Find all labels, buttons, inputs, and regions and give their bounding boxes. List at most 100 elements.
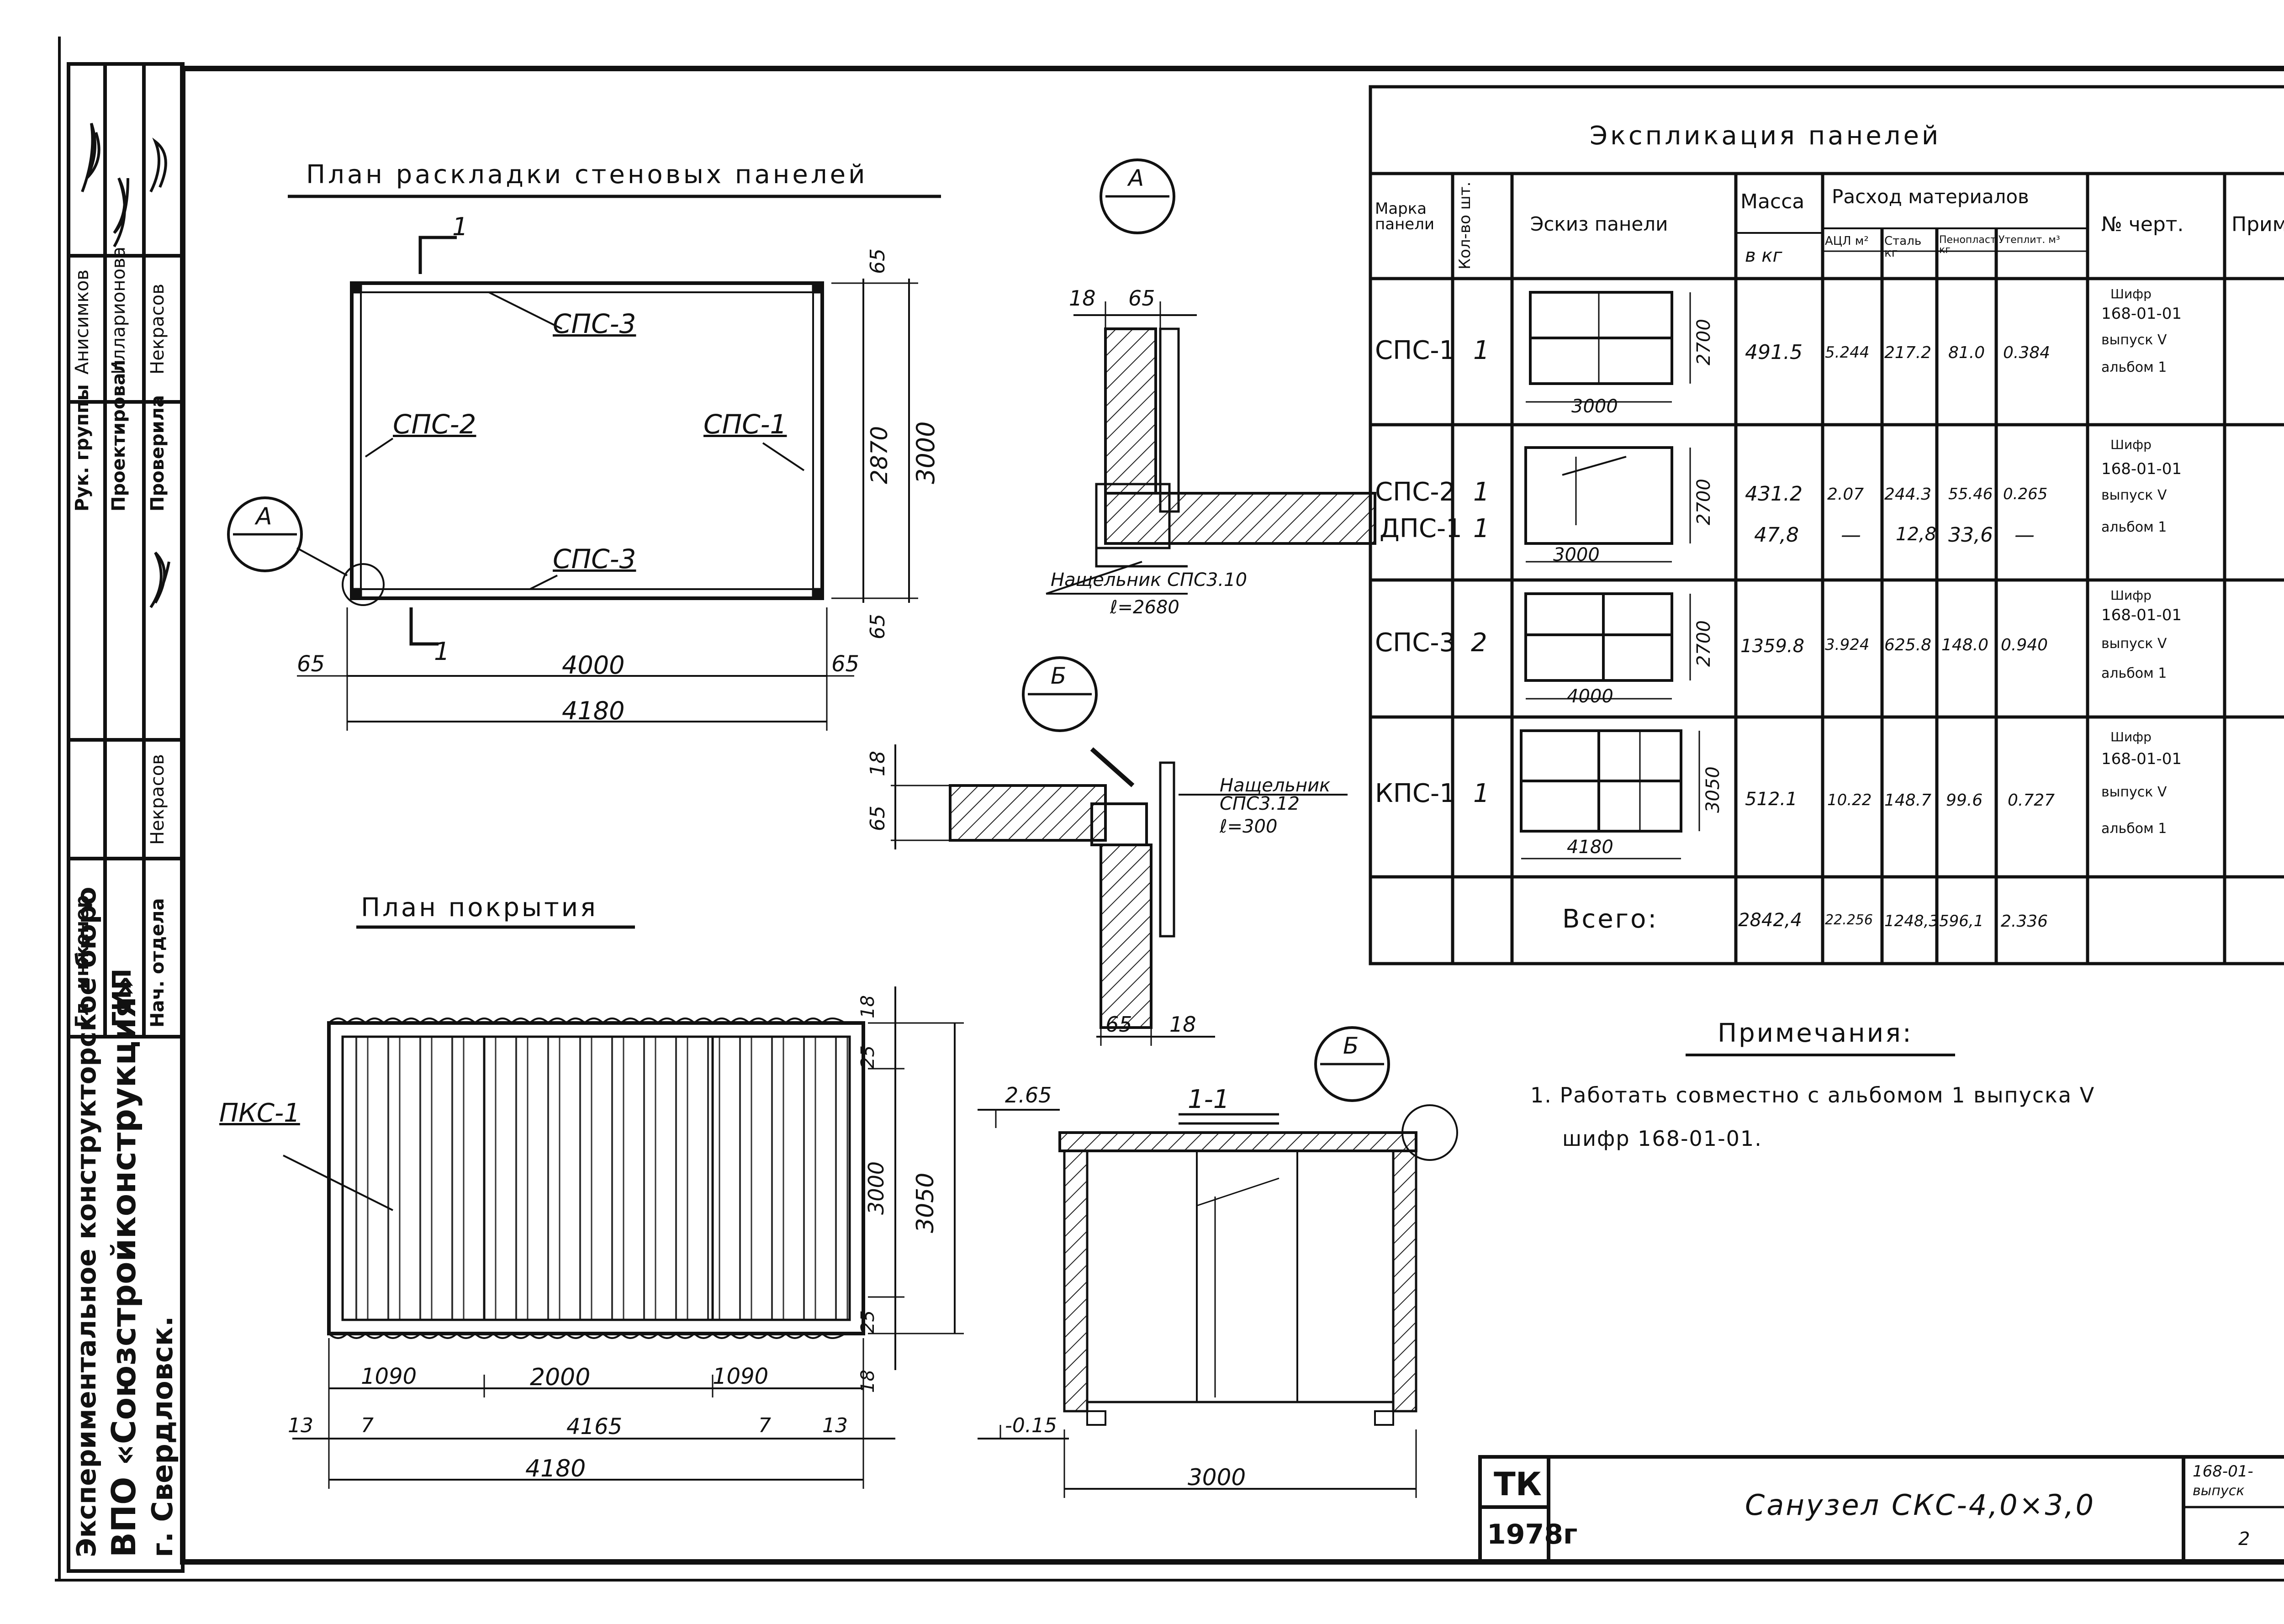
th-foam: Пенопласт кг (1939, 234, 1996, 256)
row2-mark-0: СПС-2 (1375, 477, 1456, 507)
node-b-dim-18-bottom: 18 (1169, 1012, 1196, 1037)
stamp-role-4: ГИП (107, 968, 137, 1028)
total-c4: 2.336 (2001, 912, 2048, 931)
node-a-note: Нащельник СПС3.10 (1051, 569, 1248, 591)
tb-code: 168-01- (2193, 1462, 2253, 1481)
row2-c1-0: 2.07 (1827, 485, 1864, 504)
row2-c3-1: 33,6 (1948, 523, 1993, 547)
tb-year: 1978г (1487, 1519, 1578, 1550)
stamp-role-5: Нач. отдела (147, 898, 168, 1028)
row4-sketch-h: 3050 (1702, 766, 1724, 813)
stamp-name-5: Некрасов (147, 754, 168, 845)
roof-dim-7-left: 7 (361, 1414, 374, 1437)
roof-dim-4165: 4165 (566, 1414, 623, 1439)
section-dim-width: 3000 (1188, 1464, 1246, 1491)
roof-dim-1090-left: 1090 (361, 1364, 417, 1389)
left-stamp (67, 62, 185, 1573)
row3-mark: СПС-3 (1375, 628, 1456, 658)
row3-mass: 1359.8 (1740, 636, 1804, 657)
stamp-org-line3: г. Свердловск. (146, 1316, 179, 1557)
th-materials: Расход материалов (1832, 185, 2029, 208)
panel-label-sps1: СПС-1 (703, 409, 787, 440)
dim-top-65: 65 (866, 248, 889, 274)
section-title: 1-1 (1188, 1085, 1230, 1114)
table-title: Экспликация панелей (1590, 121, 1941, 151)
row3-c2: 625.8 (1884, 636, 1932, 654)
node-a-label: А (1128, 165, 1144, 191)
row1-ref-0: Шифр (2110, 286, 2152, 301)
row4-ref-3: альбом 1 (2101, 821, 2167, 837)
node-a-dim-65: 65 (1128, 286, 1155, 311)
plan-node-a-label: А (256, 503, 272, 530)
stamp-role-0: Рук. группы (72, 384, 93, 511)
roof-dim-1090-right: 1090 (713, 1364, 769, 1389)
th-mass: Масса (1740, 190, 1805, 213)
row3-c1: 3.924 (1825, 636, 1870, 654)
row1-sketch-w: 3000 (1571, 396, 1618, 417)
plan-roof (283, 925, 964, 1489)
row4-c3: 99.6 (1946, 791, 1983, 810)
row3-c3: 148.0 (1941, 636, 1989, 654)
node-b-dim-65: 65 (866, 806, 889, 831)
tb-sheet: 2 (2238, 1529, 2250, 1550)
row3-ref-0: Шифр (2110, 588, 2152, 603)
dim-h-total: 3000 (911, 421, 940, 484)
row2-c4-1: — (2014, 523, 2035, 547)
row1-ref-2: выпуск V (2101, 332, 2167, 348)
th-sketch: Эскиз панели (1530, 213, 1668, 235)
row1-ref-1: 168-01-01 (2101, 305, 2182, 323)
row2-sketch-h: 2700 (1693, 479, 1714, 525)
notes-line1: 1. Работать совместно с альбомом 1 выпус… (1530, 1083, 2095, 1107)
row2-sketch-w: 3000 (1553, 544, 1600, 565)
row1-mass: 491.5 (1745, 341, 1803, 364)
roof-side-25-bottom: 25 (857, 1310, 878, 1334)
roof-dim-total: 4180 (525, 1455, 586, 1482)
stamp-org-line2: ВПО «Союзстройконструкция» (105, 975, 143, 1557)
row2-c2-0: 244.3 (1884, 485, 1932, 504)
section-dim-top: 2.65 (1005, 1083, 1052, 1107)
node-b-note: Нащельник СПС3.12 (1220, 775, 1331, 814)
roof-side-3000: 3000 (864, 1161, 888, 1215)
section-dim-bottom: -0.15 (1005, 1414, 1057, 1437)
roof-dim-13-right: 13 (822, 1414, 848, 1437)
row1-c3: 81.0 (1948, 343, 1985, 362)
row4-ref-0: Шифр (2110, 729, 2152, 744)
stamp-role-3: Гл. инженер (72, 895, 93, 1028)
tb-org: ТК (1494, 1466, 1542, 1503)
th-mass-unit: в кг (1745, 245, 1782, 266)
plan-roof-title: План покрытия (361, 893, 598, 923)
section-node-b-label: Б (1343, 1033, 1359, 1059)
stamp-role-2: Проверила (147, 395, 168, 511)
dim-left-65: 65 (297, 651, 325, 677)
roof-side-25-top: 25 (857, 1045, 878, 1069)
row2-c3-0: 55.46 (1948, 485, 1993, 503)
node-b-note-len: ℓ=300 (1220, 816, 1278, 837)
th-mark: Марка панели (1375, 200, 1435, 233)
section-mark-bottom: 1 (434, 637, 450, 666)
row3-ref-2: выпуск V (2101, 636, 2167, 652)
dim-w-inner: 4000 (562, 651, 625, 680)
row2-c2-1: 12,8 (1896, 524, 1937, 545)
roof-side-18-bottom: 18 (857, 1370, 878, 1393)
dim-w-total: 4180 (562, 696, 625, 725)
tb-name: Санузел СКС-4,0×3,0 (1745, 1488, 2096, 1522)
row2-c1-1: — (1841, 523, 1861, 547)
row3-c4: 0.940 (2001, 636, 2048, 654)
stamp-role-1: Проектировал (108, 359, 129, 511)
roof-dim-13-left: 13 (288, 1414, 313, 1437)
panel-label-sps2: СПС-2 (393, 409, 476, 440)
stamp-name-1: Илларионова (108, 246, 129, 374)
node-a-dim-18: 18 (1069, 286, 1096, 311)
row4-ref-1: 168-01-01 (2101, 750, 2182, 768)
row3-ref-3: альбом 1 (2101, 665, 2167, 681)
roof-panel-label: ПКС-1 (219, 1098, 300, 1128)
node-b-detail (891, 656, 1348, 1046)
row2-ref-0: Шифр (2110, 437, 2152, 452)
panel-label-sps3-top: СПС-3 (553, 308, 636, 339)
row4-mark: КПС-1 (1375, 779, 1456, 808)
total-c1: 22.256 (1825, 912, 1873, 928)
total-c2: 1248,3 (1884, 912, 1939, 930)
row2-mark-1: ДПС-1 (1380, 514, 1462, 543)
plan-walls-title: План раскладки стеновых панелей (306, 160, 868, 190)
row1-c2: 217.2 (1884, 343, 1932, 362)
